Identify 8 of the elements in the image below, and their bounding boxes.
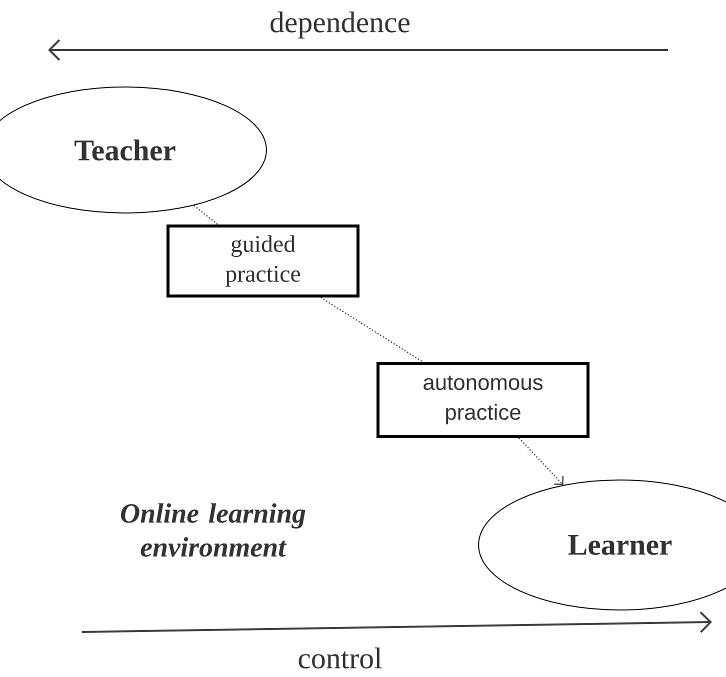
connector [518, 438, 564, 485]
process-box: guided practice [166, 224, 360, 298]
axis-label: dependence [270, 11, 410, 39]
connector [194, 205, 218, 225]
axis-label: control [298, 647, 382, 669]
annotation-text: Online learning environment [121, 503, 306, 557]
process-box: autonomous practice [376, 362, 590, 438]
connector [320, 297, 424, 362]
